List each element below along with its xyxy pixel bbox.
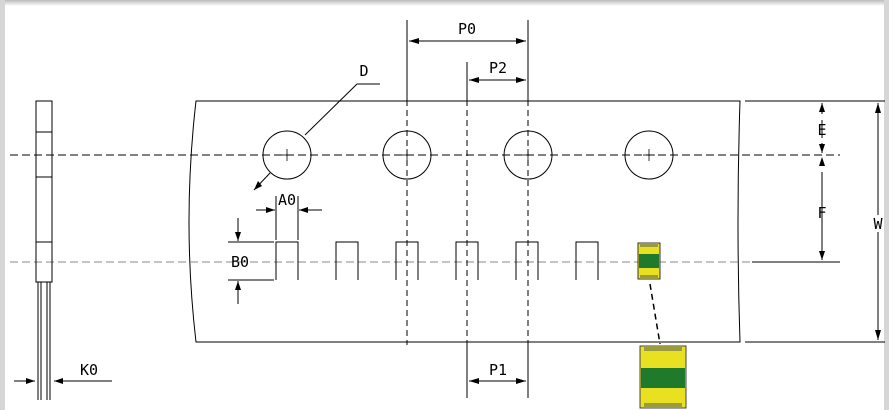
label-b0: B0: [231, 253, 249, 271]
label-f: F: [817, 204, 826, 222]
tape-outline: [188, 100, 741, 343]
label-a0: A0: [278, 191, 296, 209]
label-p2: P2: [489, 59, 507, 77]
component-in-pocket: [637, 242, 661, 280]
side-view-pocket: [35, 241, 53, 283]
arrowheads: [26, 38, 881, 384]
component-enlarged: [639, 345, 687, 409]
frame-shadow-left: [0, 0, 5, 410]
side-view-upper: [35, 100, 53, 178]
component-leader: [649, 283, 661, 345]
frame-shadow-top: [0, 0, 889, 6]
label-e: E: [817, 121, 826, 139]
label-w: W: [873, 215, 883, 233]
frame-shadow-right: [884, 0, 889, 410]
label-d: D: [359, 62, 368, 80]
label-p0: P0: [458, 20, 476, 38]
label-k0: K0: [80, 361, 98, 379]
d-leader-upper: [304, 83, 358, 136]
label-p1: P1: [489, 361, 507, 379]
pockets: [275, 241, 599, 280]
